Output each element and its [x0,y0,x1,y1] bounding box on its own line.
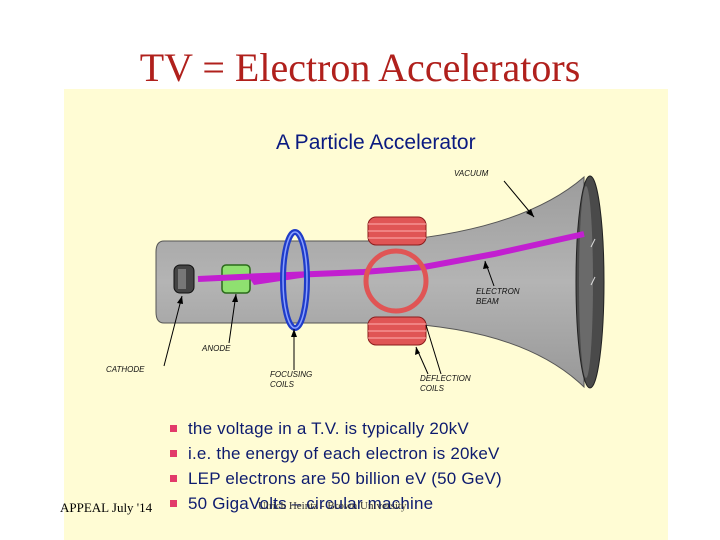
bullet-marker [170,500,177,507]
bullet-list: the voltage in a T.V. is typically 20kV … [168,416,502,516]
footer-center: Ulrich Heintz - Brown University [258,500,407,512]
slide-title: TV = Electron Accelerators [139,45,581,90]
label-focusing-coils-1: FOCUSING [270,370,312,379]
diagram-heading: A Particle Accelerator [276,131,476,154]
label-focusing-coils-2: COILS [270,380,295,389]
arrowhead [291,329,297,337]
bullet-item: LEP electrons are 50 billion eV (50 GeV) [168,466,502,491]
bullet-marker [170,475,177,482]
label-cathode: CATHODE [106,365,145,374]
footer-left: APPEAL July '14 [60,500,153,515]
screen-face [579,186,593,378]
arrowhead [483,261,489,269]
leader-deflection-coils-2 [425,324,442,375]
bullet-text: the voltage in a T.V. is typically 20kV [188,419,469,438]
arrowhead [232,294,238,302]
cathode-inner [178,269,186,289]
arrowhead [415,347,420,355]
leader-anode [228,293,237,344]
bullet-text: LEP electrons are 50 billion eV (50 GeV) [188,469,502,488]
label-deflection-coils-2: COILS [420,384,445,393]
label-electron-beam-1: ELECTRON [476,287,520,296]
arrowhead [526,209,534,217]
diagram-panel: A Particle Accelerator VACUUM [64,89,668,540]
bullet-marker [170,450,177,457]
bullet-text: 50 GigaVolts – circular machine [188,494,434,513]
leader-cathode [163,295,183,367]
electron-beam [197,231,585,282]
label-vacuum: VACUUM [454,169,489,178]
bullet-marker [170,425,177,432]
deflection-coil-ring [363,248,429,314]
screen-glint [590,238,596,248]
label-electron-beam-2: BEAM [476,297,499,306]
label-deflection-coils-1: DEFLECTION [420,374,471,383]
label-anode: ANODE [201,344,231,353]
bullet-text: i.e. the energy of each electron is 20ke… [188,444,500,463]
particle-accelerator-diagram: A Particle Accelerator VACUUM [106,131,605,393]
tube-body [155,175,585,389]
bullet-item: 50 GigaVolts – circular machine [168,491,502,516]
beam-cone [250,270,354,285]
screen-glint [590,276,596,286]
bullet-item: i.e. the energy of each electron is 20ke… [168,441,502,466]
bullet-item: the voltage in a T.V. is typically 20kV [168,416,502,441]
focusing-coil-highlight [282,231,308,329]
arrowhead [177,296,183,304]
